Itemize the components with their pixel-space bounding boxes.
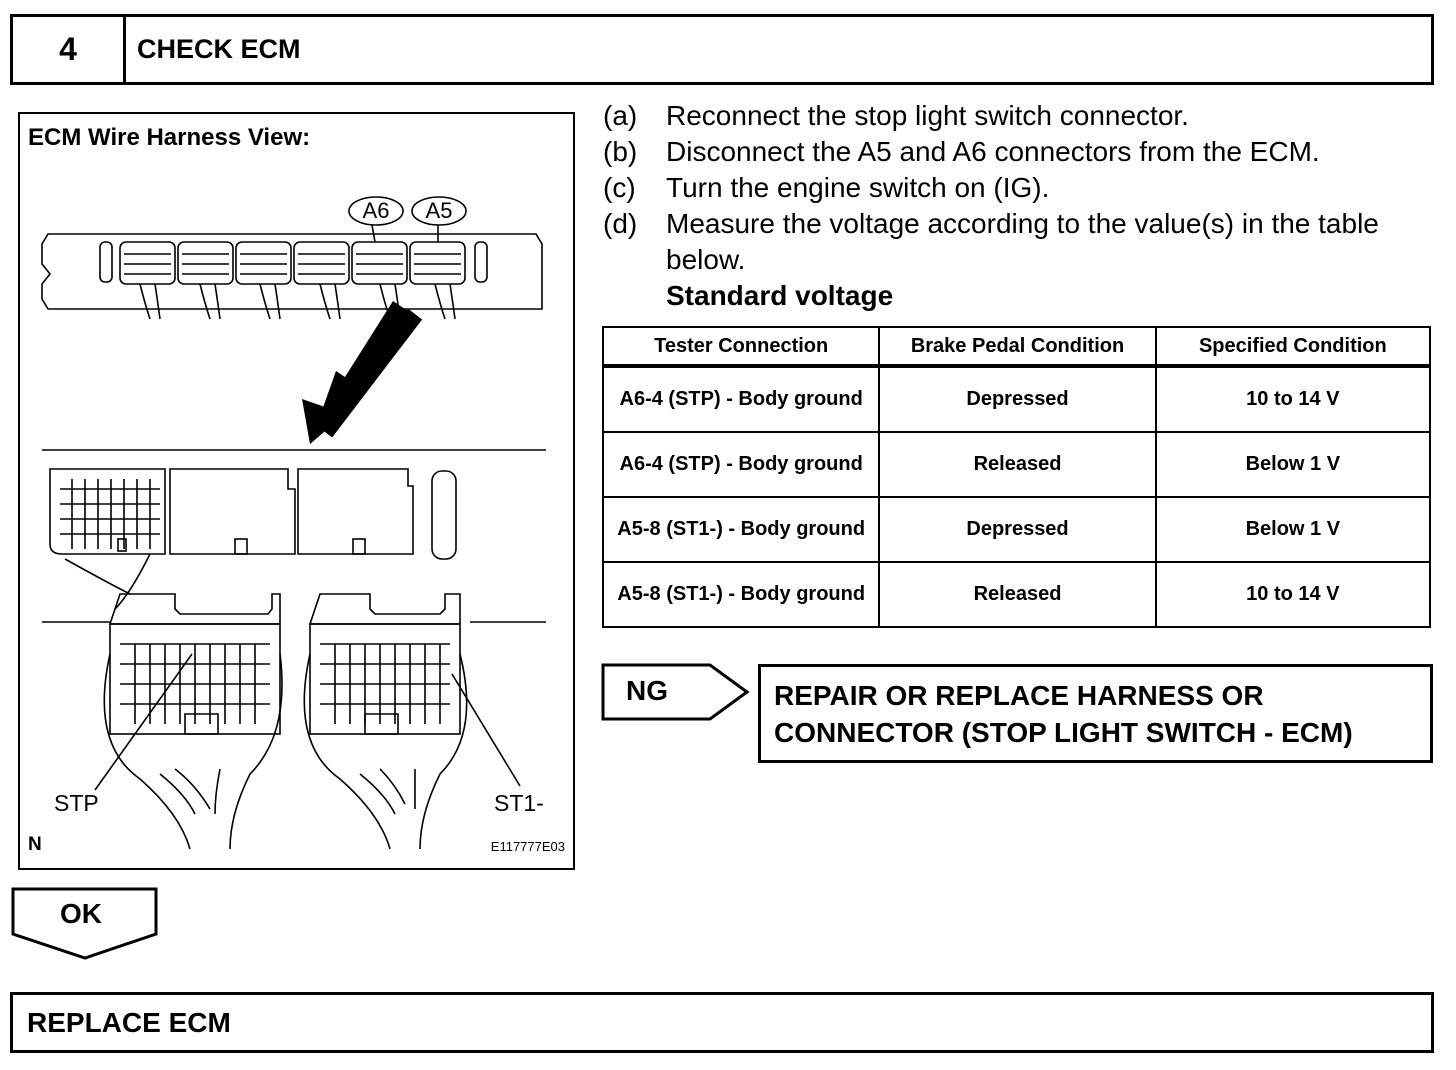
column-header: Tester Connection [601, 326, 881, 368]
step-header: 4 CHECK ECM [10, 14, 1434, 85]
ecm-housing [41, 233, 543, 310]
table-cell: 10 to 14 V [1154, 561, 1432, 628]
ng-result-line: REPAIR OR REPLACE HARNESS OR [774, 680, 1264, 711]
column-header: Brake Pedal Condition [878, 326, 1157, 368]
table-cell: Released [878, 561, 1157, 628]
table-title: Standard voltage [666, 280, 894, 311]
instruction-text: Measure the voltage according to the val… [666, 208, 1379, 275]
ng-result-box: REPAIR OR REPLACE HARNESS OR CONNECTOR (… [758, 664, 1433, 763]
mid-connector-a5 [169, 468, 296, 555]
table-row: A5-8 (ST1-) - Body ground Released 10 to… [601, 561, 1432, 628]
large-connector-a6 [108, 593, 281, 625]
table-header-row: Tester Connection Brake Pedal Condition … [601, 326, 1432, 368]
table-cell: Depressed [878, 365, 1157, 433]
instruction-item: (d) Measure the voltage according to the… [603, 206, 1433, 278]
table-cell: A5-8 (ST1-) - Body ground [601, 561, 881, 628]
step-number: 4 [13, 17, 126, 82]
column-header: Specified Condition [1154, 326, 1432, 368]
voltage-spec-table: Tester Connection Brake Pedal Condition … [601, 326, 1432, 628]
instruction-text: Reconnect the stop light switch connecto… [666, 100, 1189, 131]
instruction-text: Disconnect the A5 and A6 connectors from… [666, 136, 1320, 167]
a5-connector-label: A5 [425, 198, 453, 223]
table-row: A5-8 (ST1-) - Body ground Depressed Belo… [601, 496, 1432, 563]
table-cell: Below 1 V [1154, 431, 1432, 498]
stp-pin-label: STP [54, 790, 99, 816]
table-cell: A6-4 (STP) - Body ground [601, 365, 881, 433]
ecm-harness-illustration [41, 196, 546, 850]
figure-title: ECM Wire Harness View: [28, 124, 311, 151]
a5-label-oval [411, 196, 467, 226]
mid-connector-a6 [49, 468, 166, 555]
instruction-text: Turn the engine switch on (IG). [666, 172, 1050, 203]
table-cell: Depressed [878, 496, 1157, 563]
table-cell: Below 1 V [1154, 496, 1432, 563]
ok-label: OK [60, 898, 102, 929]
ng-result-line: CONNECTOR (STOP LIGHT SWITCH - ECM) [774, 717, 1353, 748]
table-row: A6-4 (STP) - Body ground Depressed 10 to… [601, 365, 1432, 433]
ok-arrow-shape [11, 887, 158, 960]
large-connector-a5 [308, 593, 461, 625]
ng-label: NG [626, 675, 668, 706]
instruction-list: (a) Reconnect the stop light switch conn… [603, 98, 1433, 314]
instruction-item: (a) Reconnect the stop light switch conn… [603, 98, 1433, 134]
instruction-letter: (c) [603, 172, 636, 203]
step-title: CHECK ECM [137, 34, 301, 64]
table-row: A6-4 (STP) - Body ground Released Below … [601, 431, 1432, 498]
instruction-letter: (d) [603, 208, 638, 239]
instruction-letter: (a) [603, 100, 638, 131]
figure-corner-mark: N [28, 834, 42, 855]
instruction-letter: (b) [603, 136, 638, 167]
mid-connector-spare [297, 468, 414, 555]
table-cell: A6-4 (STP) - Body ground [601, 431, 881, 498]
final-action-box: REPLACE ECM [10, 992, 1434, 1053]
ecm-harness-figure: ECM Wire Harness View: A6 A5 STP ST1- N … [18, 112, 575, 870]
a6-label-oval [348, 196, 404, 226]
table-cell: A5-8 (ST1-) - Body ground [601, 496, 881, 563]
table-cell: Released [878, 431, 1157, 498]
instruction-item: (b) Disconnect the A5 and A6 connectors … [603, 134, 1433, 170]
a6-connector-label: A6 [362, 198, 390, 223]
ng-arrow-shape [601, 663, 750, 721]
figure-code: E117777E03 [490, 839, 565, 854]
table-cell: 10 to 14 V [1154, 365, 1432, 433]
st1-pin-label: ST1- [494, 790, 544, 816]
final-action-text: REPLACE ECM [27, 1006, 231, 1038]
instruction-item: (c) Turn the engine switch on (IG). [603, 170, 1433, 206]
